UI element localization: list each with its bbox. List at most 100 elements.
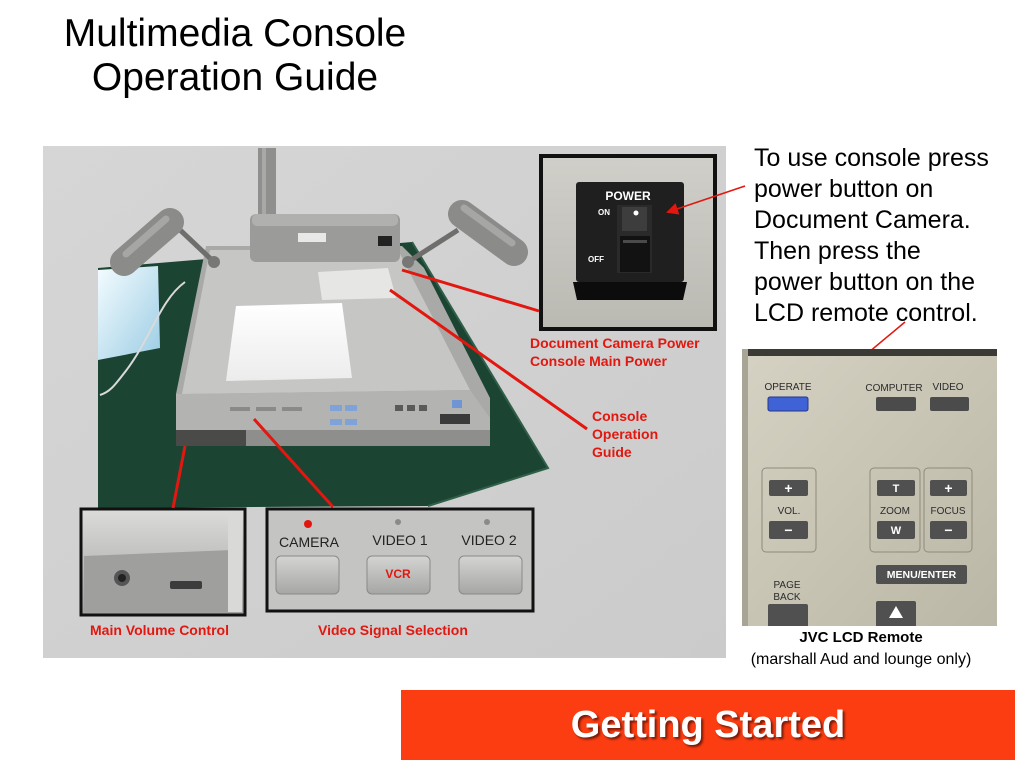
- vol-plus-label: +: [784, 480, 792, 496]
- page-back-label-line2: BACK: [773, 592, 801, 603]
- red-led-icon: [304, 520, 312, 528]
- zoom-label: ZOOM: [880, 506, 910, 517]
- panel-key-blue: [330, 419, 342, 425]
- camera-head-switch: [378, 236, 392, 246]
- video-label: VIDEO: [932, 382, 963, 393]
- desk-edge: [411, 241, 550, 507]
- operate-button: [767, 396, 809, 412]
- connector-operation-guide: [389, 288, 588, 431]
- page-up-button: [876, 601, 916, 626]
- stage-label: [318, 268, 396, 300]
- video1-input-button: [366, 555, 431, 595]
- power-toggle-lower: [620, 236, 650, 272]
- right-lamp: [448, 200, 528, 266]
- instructions-text: To use console press power button on Doc…: [754, 143, 989, 329]
- volume-control-inset: [79, 507, 247, 617]
- camera-input-button: [275, 555, 340, 595]
- camera-input-label: CAMERA: [279, 534, 340, 550]
- console-photo: POWER ON OFF CAMERA VIDEO 1 VIDEO: [43, 146, 726, 658]
- video1-input-label: VIDEO 1: [372, 532, 427, 548]
- up-arrow-icon: [889, 606, 903, 618]
- panel-power-key: [440, 414, 470, 424]
- zoom-group-outline: [869, 467, 921, 553]
- video2-input-label: VIDEO 2: [461, 532, 516, 548]
- power-housing-front: [573, 282, 687, 300]
- panel-key-blue: [345, 419, 357, 425]
- monitor-screen: [98, 266, 160, 360]
- power-inset-frame: [539, 154, 717, 331]
- slide-title-line2: Operation Guide: [91, 56, 379, 99]
- instructions-line: Then press the: [754, 237, 921, 265]
- power-label: POWER: [605, 189, 651, 203]
- volume-inset-frame: [79, 507, 247, 617]
- focus-label: FOCUS: [931, 506, 966, 517]
- remote-caption-note: (marshall Aud and lounge only): [750, 651, 972, 668]
- remote-body: [742, 349, 997, 626]
- volume-slider: [170, 581, 202, 589]
- panel-key-blue: [452, 400, 462, 408]
- slide-title-line1: Multimedia Console: [63, 12, 407, 55]
- light-box: [226, 303, 352, 381]
- left-joint: [208, 256, 220, 268]
- vcr-label: VCR: [385, 567, 411, 581]
- video2-input-button: [458, 555, 523, 595]
- getting-started-button[interactable]: Getting Started: [401, 690, 1015, 760]
- desk-surface: [98, 242, 548, 508]
- zoom-t-button: [877, 480, 915, 496]
- remote-caption-name: JVC LCD Remote: [799, 629, 923, 646]
- callout-volume: Main Volume Control: [90, 622, 229, 638]
- zoom-w-button: [877, 521, 915, 539]
- callout-guide-line3: Guide: [592, 444, 632, 460]
- volume-inset-face: [84, 550, 240, 612]
- front-slot: [176, 430, 246, 446]
- connector-volume: [171, 445, 187, 509]
- focus-minus-label: −: [944, 522, 952, 538]
- left-lamp-rod: [176, 226, 216, 264]
- operate-label: OPERATE: [764, 382, 811, 393]
- instructions-line: LCD remote control.: [754, 299, 978, 327]
- volume-knob-icon: [114, 570, 130, 586]
- front-strip: [176, 430, 490, 446]
- computer-label: COMPUTER: [865, 383, 922, 394]
- vol-minus-button: [769, 521, 808, 539]
- connector-power: [401, 268, 540, 313]
- vol-minus-label: −: [784, 522, 792, 538]
- slide-title: Multimedia Console Operation Guide: [35, 12, 435, 100]
- instructions-line: Document Camera.: [754, 206, 971, 234]
- focus-group-outline: [923, 467, 973, 553]
- camera-stage: [182, 250, 470, 394]
- power-toggle-dot: [633, 210, 639, 216]
- zoom-t-label: T: [893, 483, 900, 495]
- right-lamp-rod: [406, 227, 460, 265]
- vol-plus-button: [769, 480, 808, 496]
- camera-head: [250, 214, 400, 262]
- callout-power-line2: Console Main Power: [530, 353, 667, 369]
- volume-knob-center: [118, 574, 126, 582]
- instructions-line: To use console press: [754, 144, 989, 172]
- gray-led-icon: [395, 519, 401, 525]
- video-inset-frame: [265, 507, 535, 613]
- panel-key: [230, 407, 250, 411]
- remote-left-edge: [742, 349, 748, 626]
- panel-key: [419, 405, 427, 411]
- document-camera: [110, 148, 528, 446]
- camera-head-top: [252, 214, 398, 226]
- connector-video-signal: [252, 417, 335, 509]
- vol-label: VOL.: [778, 506, 801, 517]
- panel-key: [282, 407, 302, 411]
- arrow-to-power-switch: [666, 185, 746, 215]
- callout-video-signal: Video Signal Selection: [318, 622, 468, 638]
- photo-background: [43, 146, 726, 658]
- volume-inset-edge: [228, 512, 242, 612]
- video-signal-inset: CAMERA VIDEO 1 VIDEO 2 VCR: [265, 507, 535, 613]
- front-control-panel: [176, 390, 490, 446]
- camera-head-label: [298, 233, 326, 242]
- panel-key: [407, 405, 415, 411]
- camera-column-highlight: [262, 148, 266, 230]
- remote-top-edge: [742, 349, 997, 356]
- focus-plus-label: +: [944, 480, 952, 496]
- power-toggle-top: [622, 207, 647, 231]
- gray-led-icon: [484, 519, 490, 525]
- right-joint: [402, 256, 414, 268]
- volume-group-outline: [761, 467, 817, 553]
